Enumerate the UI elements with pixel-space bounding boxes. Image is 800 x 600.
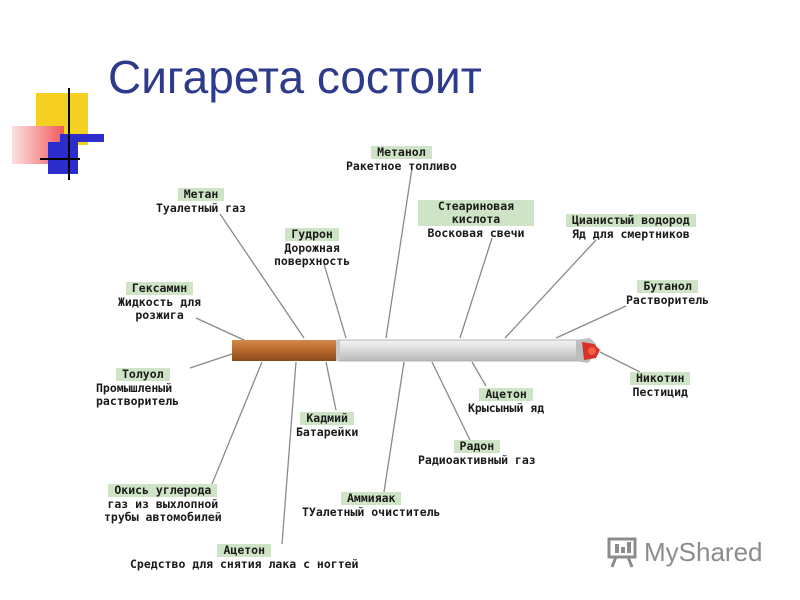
- label-kadmiy: Кадмий Батарейки: [296, 412, 358, 439]
- label-geksamin-desc-2: розжига: [135, 308, 184, 322]
- label-nikotin: Никотин Пестицид: [630, 372, 691, 399]
- line-aceton1: [471, 361, 487, 387]
- label-radon-desc: Радиоактивный газ: [418, 453, 536, 467]
- label-radon: Радон Радиоактивный газ: [418, 440, 536, 467]
- label-stearin: Стеариновая кислота Восковая свечи: [418, 200, 534, 240]
- label-geksamin-desc-1: Жидкость для: [118, 295, 202, 309]
- label-aceton1: Ацетон Крысыный яд: [468, 388, 544, 415]
- line-kadmiy: [325, 361, 337, 411]
- label-butanol-name: Бутанол: [637, 280, 698, 293]
- slide-title: Сигарета состоит: [108, 51, 482, 103]
- label-butanol: Бутанол Растворитель: [626, 280, 709, 307]
- label-stearin-desc: Восковая свечи: [427, 226, 525, 240]
- label-stearin-name: Стеариновая кислота: [418, 200, 534, 226]
- label-ammiak-desc: ТУалетный очиститель: [302, 505, 441, 519]
- label-aceton1-desc: Крысыный яд: [468, 401, 545, 415]
- line-radon: [431, 361, 471, 441]
- connector-lines: [189, 167, 641, 545]
- cigarette-filter: [232, 340, 340, 361]
- line-cyan: [504, 239, 597, 339]
- line-aceton2: [281, 361, 297, 545]
- label-aceton2-desc: Средство для снятия лака с ногтей: [130, 557, 359, 571]
- line-okis: [211, 361, 263, 485]
- label-nikotin-desc: Пестицид: [632, 385, 688, 399]
- decor-horizontal-line: [40, 158, 80, 160]
- label-aceton1-name: Ацетон: [479, 388, 533, 401]
- label-toluol-desc-2: растворитель: [96, 394, 180, 408]
- label-metan-desc: Туалетный газ: [156, 201, 247, 215]
- label-toluol-desc-1: Промышленый: [96, 381, 173, 395]
- label-metanol: Метанол Ракетное топливо: [346, 146, 457, 173]
- label-geksamin-name: Гексамин: [125, 282, 194, 295]
- label-cyan-desc: Яд для смертников: [572, 227, 690, 241]
- label-gudron-name: Гудрон: [285, 228, 339, 241]
- line-nikotin: [599, 351, 641, 373]
- label-metanol-desc: Ракетное топливо: [346, 159, 457, 173]
- label-kadmiy-name: Кадмий: [300, 412, 354, 425]
- presentation-board-icon: [607, 537, 637, 568]
- line-stearin: [459, 237, 493, 339]
- label-gudron-desc-2: поверхность: [274, 254, 351, 268]
- label-cyan: Цианистый водород Яд для смертников: [566, 214, 696, 241]
- label-toluol: Толуол Промышленый растворитель: [96, 368, 179, 408]
- label-aceton2: Ацетон Средство для снятия лака с ногтей: [130, 544, 358, 571]
- label-metanol-name: Метанол: [371, 146, 432, 159]
- line-metan: [219, 213, 305, 339]
- label-geksamin: Гексамин Жидкость для розжига: [118, 282, 201, 322]
- label-okis-desc-2: трубы автомобилей: [104, 510, 222, 524]
- label-kadmiy-desc: Батарейки: [296, 425, 359, 439]
- decor-vertical-line: [68, 88, 70, 180]
- line-gudron: [323, 263, 347, 339]
- label-gudron: Гудрон Дорожная поверхность: [274, 228, 350, 268]
- label-cyan-name: Цианистый водород: [566, 214, 696, 227]
- line-metanol: [385, 167, 413, 339]
- cigarette-paper: [337, 339, 579, 362]
- label-butanol-desc: Растворитель: [626, 293, 710, 307]
- line-butanol: [555, 305, 627, 339]
- label-metan: Метан Туалетный газ: [156, 188, 246, 215]
- label-toluol-name: Толуол: [116, 368, 170, 381]
- label-radon-name: Радон: [453, 440, 501, 453]
- label-ammiak: Аммияак ТУалетный очиститель: [302, 492, 440, 519]
- label-nikotin-name: Никотин: [630, 372, 691, 385]
- cigarette: [232, 338, 600, 363]
- line-ammiak: [383, 361, 405, 493]
- label-okis-name: Окись углерода: [108, 484, 218, 497]
- watermark-text: MyShared: [644, 536, 763, 567]
- cigarette-filter-ring: [336, 340, 340, 361]
- label-okis: Окись углерода газ из выхлопной трубы ав…: [104, 484, 222, 524]
- line-toluol: [189, 353, 233, 369]
- label-gudron-desc-1: Дорожная: [284, 241, 340, 255]
- label-ammiak-name: Аммияак: [341, 492, 402, 505]
- ember-glow: [588, 347, 596, 355]
- line-geksamin: [195, 317, 247, 342]
- label-aceton2-name: Ацетон: [217, 544, 272, 557]
- label-metan-name: Метан: [177, 188, 225, 201]
- label-okis-desc-1: газ из выхлопной: [107, 497, 219, 511]
- watermark-logo: MyShared: [606, 535, 763, 569]
- decor-blue-bar: [60, 134, 104, 142]
